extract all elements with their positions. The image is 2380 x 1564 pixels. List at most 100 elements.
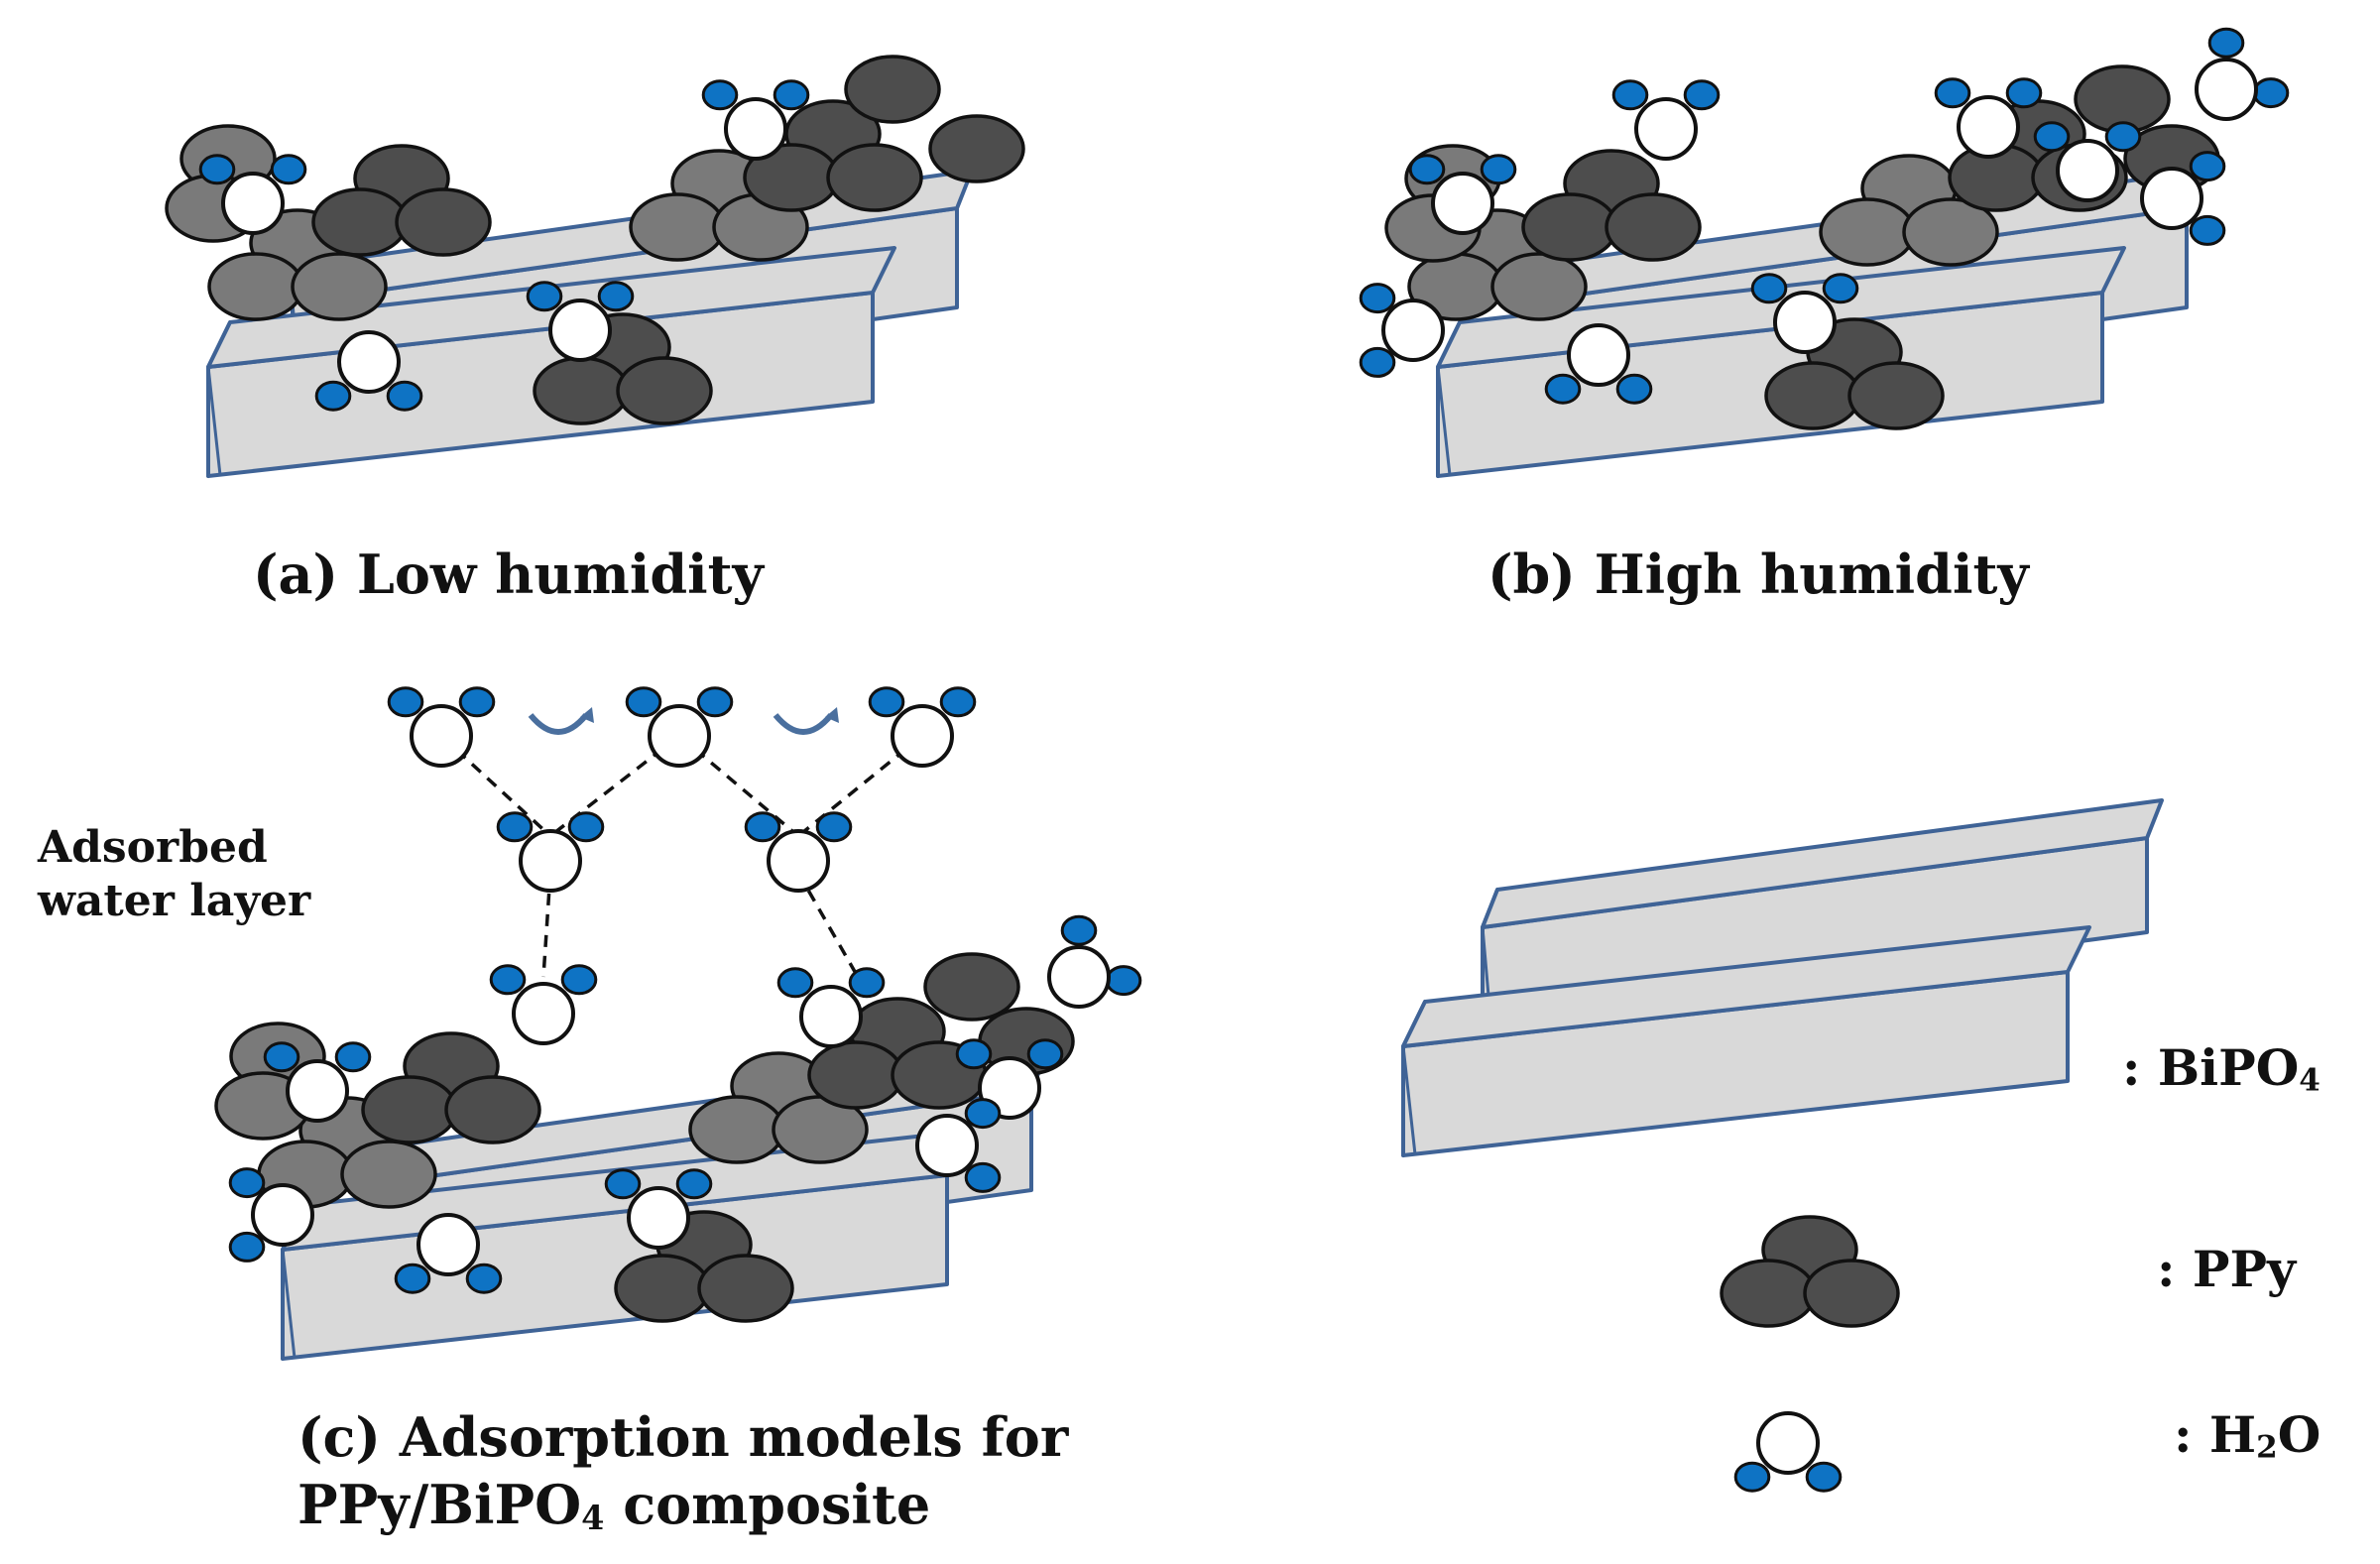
hydrogen-atom [496, 811, 534, 843]
water-molecule [915, 1098, 1002, 1193]
ppy-bead [1720, 1259, 1817, 1328]
rod-edge-line [281, 1249, 297, 1360]
ppy-bead [1847, 361, 1945, 430]
rod-edge-line [1401, 1045, 1417, 1156]
caption-line-2: PPy/BiPO4 composite [298, 1478, 1068, 1535]
water-molecule [496, 811, 605, 893]
hydrogen-atom [1750, 273, 1788, 304]
caption-adsorption-models: (c) Adsorption models for PPy/BiPO4 comp… [298, 1410, 1068, 1535]
hydrogen-atom [604, 1168, 642, 1200]
hydrogen-atom [1026, 1038, 1064, 1070]
hydrogen-atom [1805, 1461, 1843, 1493]
hydrogen-atom [228, 1167, 266, 1199]
water-molecule [1611, 79, 1721, 161]
hydrogen-atom [964, 1161, 1002, 1193]
ppy-bead [614, 1254, 711, 1323]
ppy-bead [1490, 252, 1588, 321]
water-molecule [1408, 154, 1517, 235]
hydrogen-atom [386, 380, 423, 412]
water-molecule [2195, 27, 2290, 121]
oxygen-atom [799, 985, 863, 1048]
ppy-bead [291, 252, 388, 321]
legend-label-bipo4: : BiPO4 [2122, 1043, 2320, 1097]
legend-label-ppy: : PPy [2157, 1240, 2297, 1298]
hydrogen-atom [560, 964, 598, 996]
water-molecule [2033, 121, 2142, 202]
legend-rod-front [1401, 925, 2091, 1157]
hydrogen-atom [394, 1263, 431, 1294]
oxygen-atom [1567, 323, 1630, 387]
hydrogen-atom [868, 686, 905, 718]
oxygen-atom [1634, 97, 1698, 161]
hydrogen-atom [1611, 79, 1649, 111]
oxygen-atom [1773, 291, 1837, 354]
ppy-bead [697, 1254, 794, 1323]
ppy-bead [444, 1075, 541, 1144]
oxygen-atom [1431, 172, 1494, 235]
ppy-bead [1819, 197, 1916, 267]
legend-h2o-text-b: O [2277, 1405, 2321, 1464]
legend-label-h2o: : H2O [2174, 1410, 2320, 1464]
water-molecule [263, 1041, 372, 1123]
water-molecule [387, 686, 496, 768]
hydrogen-atom [675, 1168, 713, 1200]
ppy-bead [1902, 197, 1999, 267]
oxygen-atom [2140, 167, 2203, 230]
oxygen-atom [251, 1183, 314, 1247]
water-molecule [2140, 151, 2226, 246]
water-molecule [228, 1167, 314, 1263]
water-molecule [701, 79, 810, 161]
hydrogen-atom [2252, 77, 2290, 109]
oxygen-atom [724, 97, 787, 161]
hydrogen-atom [334, 1041, 372, 1073]
oxygen-atom [512, 982, 575, 1045]
hydrogen-atom [465, 1263, 503, 1294]
hydrogen-atom [387, 686, 424, 718]
ppy-bead [826, 143, 923, 212]
hydrogen-atom [1408, 154, 1446, 185]
oxygen-atom [627, 1186, 690, 1250]
adsorbed-water-layer-label: Adsorbed water layer [38, 821, 310, 927]
rod-top-face [1481, 798, 2164, 929]
oxygen-atom [1047, 945, 1111, 1009]
ppy-bead [923, 952, 1020, 1022]
ppy-bead [395, 187, 492, 257]
rod-edge-line [1436, 366, 1452, 477]
hydrogen-atom [2189, 214, 2226, 246]
water-molecule [868, 686, 977, 768]
hydrogen-atom [964, 1098, 1002, 1130]
hydrogen-atom [526, 281, 563, 312]
caption-line-1: (c) Adsorption models for [298, 1405, 1069, 1469]
legend-h2o-text-a: : H [2174, 1405, 2257, 1464]
water-molecule [314, 330, 423, 412]
hydrogen-atom [939, 686, 977, 718]
oxygen-atom [416, 1213, 480, 1276]
oxygen-atom [2195, 58, 2258, 121]
hydrogen-atom [701, 79, 739, 111]
hydrogen-atom [1683, 79, 1721, 111]
oxygen-atom [286, 1059, 349, 1123]
water-molecule [1047, 914, 1142, 1009]
hydrogen-atom [1359, 346, 1396, 378]
oxygen-atom [767, 829, 830, 893]
hydrogen-atom [1359, 283, 1396, 314]
proton-hop-arrowhead [825, 707, 839, 723]
caption-subscript: 4 [581, 1499, 605, 1538]
rod-edge-line [206, 366, 222, 477]
oxygen-atom [221, 172, 285, 235]
hydrogen-atom [625, 686, 662, 718]
hydrogen-atom [848, 967, 886, 999]
water-molecule [394, 1213, 503, 1294]
ppy-bead [616, 356, 713, 425]
hydrogen-atom [270, 154, 307, 185]
legend-h2o-subscript: 2 [2256, 1429, 2278, 1466]
adsorbed-label-line-1: Adsorbed [38, 822, 268, 873]
hydrogen-atom [2033, 121, 2071, 153]
hydrogen-atom [228, 1231, 266, 1263]
hydrogen-atom [1615, 373, 1653, 405]
hydrogen-atom [597, 281, 635, 312]
water-molecule [1750, 273, 1859, 354]
ppy-bead [533, 356, 630, 425]
hydrogen-atom [314, 380, 352, 412]
oxygen-atom [1957, 95, 2020, 159]
